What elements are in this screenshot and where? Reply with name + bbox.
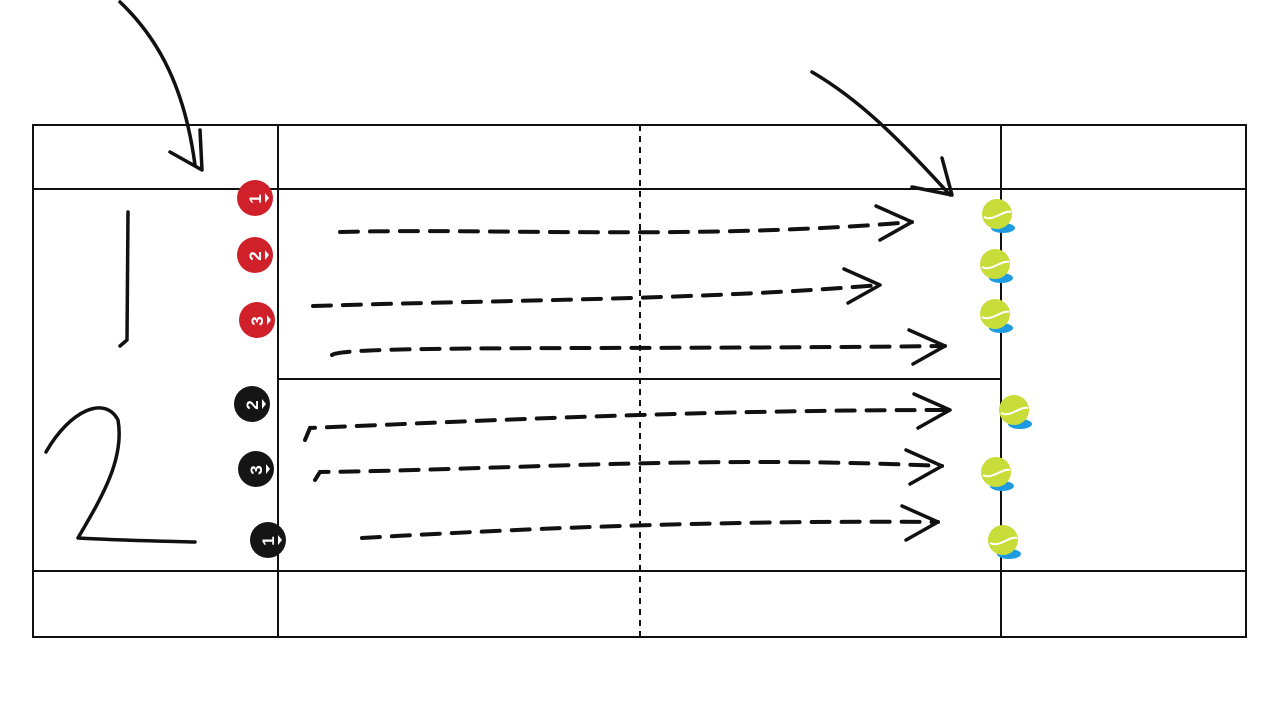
- direction-icon: [262, 399, 266, 409]
- dashed-run-path: [360, 519, 940, 540]
- player-number: 1: [259, 536, 278, 545]
- direction-icon: [267, 315, 271, 325]
- player-marker: [239, 302, 275, 338]
- player-black-1: 1: [250, 522, 286, 558]
- arrowhead-icon: [912, 392, 952, 430]
- court: [32, 124, 1247, 638]
- target-balls: [980, 199, 1032, 559]
- tennis-ball-icon: [981, 457, 1014, 491]
- player-marker: [237, 180, 273, 216]
- arrowhead-icon: [874, 204, 914, 242]
- dashed-run-path: [303, 408, 952, 442]
- player-marker: [250, 522, 286, 558]
- player-number: 3: [247, 465, 266, 474]
- player-red-1: 1: [237, 180, 273, 216]
- direction-icon: [266, 464, 270, 474]
- tennis-ball-icon: [982, 199, 1015, 233]
- direction-icon: [265, 250, 269, 260]
- direction-icon: [278, 535, 282, 545]
- dashed-run-path: [313, 460, 944, 482]
- player-number: 2: [246, 251, 265, 260]
- player-black-3: 3: [238, 451, 274, 487]
- dashed-run-path: [311, 283, 882, 308]
- tennis-ball-icon: [988, 525, 1021, 559]
- player-marker: [234, 386, 270, 422]
- tennis-ball-icon: [999, 395, 1032, 429]
- player-black-2: 2: [234, 386, 270, 422]
- player-number: 3: [248, 316, 267, 325]
- direction-icon: [265, 193, 269, 203]
- handwritten-annotations: [44, 0, 954, 544]
- pointer-arrow-right: [810, 70, 952, 197]
- arrowhead-icon: [842, 267, 882, 305]
- handwritten-1: [118, 210, 130, 348]
- dashed-run-path: [330, 344, 947, 357]
- player-red-3: 3: [239, 302, 275, 338]
- player-red-2: 2: [237, 237, 273, 273]
- arrowhead-icon: [907, 328, 947, 366]
- arrowhead-icon: [910, 156, 954, 197]
- player-marker: [238, 451, 274, 487]
- pointer-arrow-left: [118, 0, 197, 167]
- tennis-ball-icon: [980, 299, 1013, 333]
- player-number: 1: [246, 194, 265, 203]
- players: 1 2 3 2 3 1: [234, 180, 286, 558]
- arrowhead-icon: [904, 448, 944, 486]
- handwritten-2: [44, 406, 197, 544]
- arrowhead-icon: [168, 128, 204, 172]
- player-marker: [237, 237, 273, 273]
- dashed-run-path: [338, 220, 914, 235]
- drill-paths: [303, 204, 952, 542]
- player-number: 2: [243, 400, 262, 409]
- tennis-ball-icon: [980, 249, 1013, 283]
- arrowhead-icon: [900, 504, 940, 542]
